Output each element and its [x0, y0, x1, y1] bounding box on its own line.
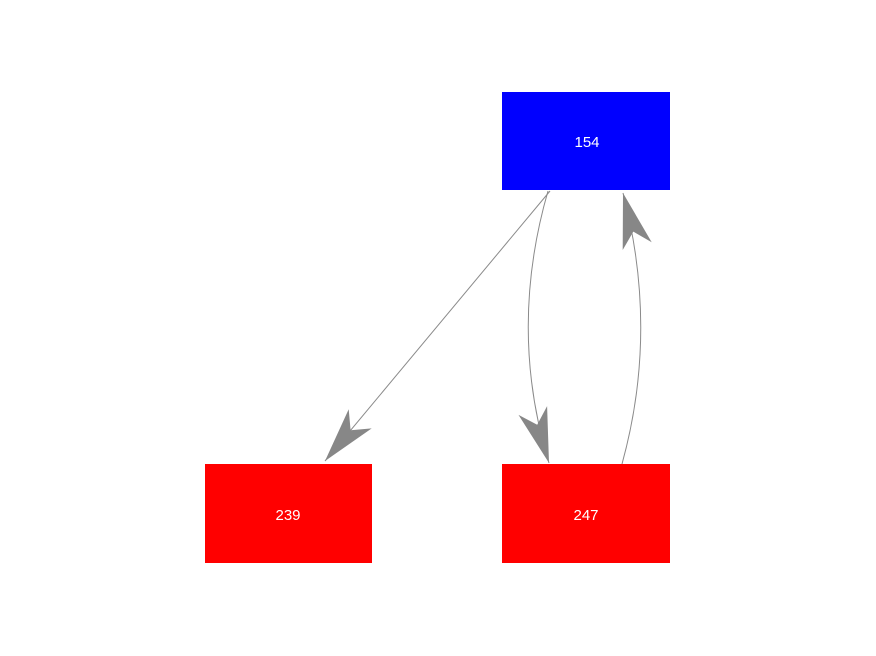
node-247-box: [502, 464, 670, 563]
edge-247-154-arrowhead-icon: [622, 193, 652, 250]
node-154-box: [502, 92, 670, 190]
node-247-label: 247: [573, 507, 598, 524]
node-239-box: [205, 464, 372, 563]
node-247: 247: [502, 464, 670, 563]
edge-154-247-arrowhead-icon: [518, 406, 549, 463]
node-239-label: 239: [275, 507, 300, 524]
edge-154-239-arrowhead-icon: [325, 409, 372, 461]
node-239: 239: [205, 464, 372, 563]
nodes-layer: 154 239 247: [205, 92, 670, 563]
node-154: 154: [502, 92, 670, 190]
node-154-label: 154: [574, 134, 599, 151]
edge-154-239-line: [324, 190, 551, 462]
edges-layer: [324, 190, 652, 465]
